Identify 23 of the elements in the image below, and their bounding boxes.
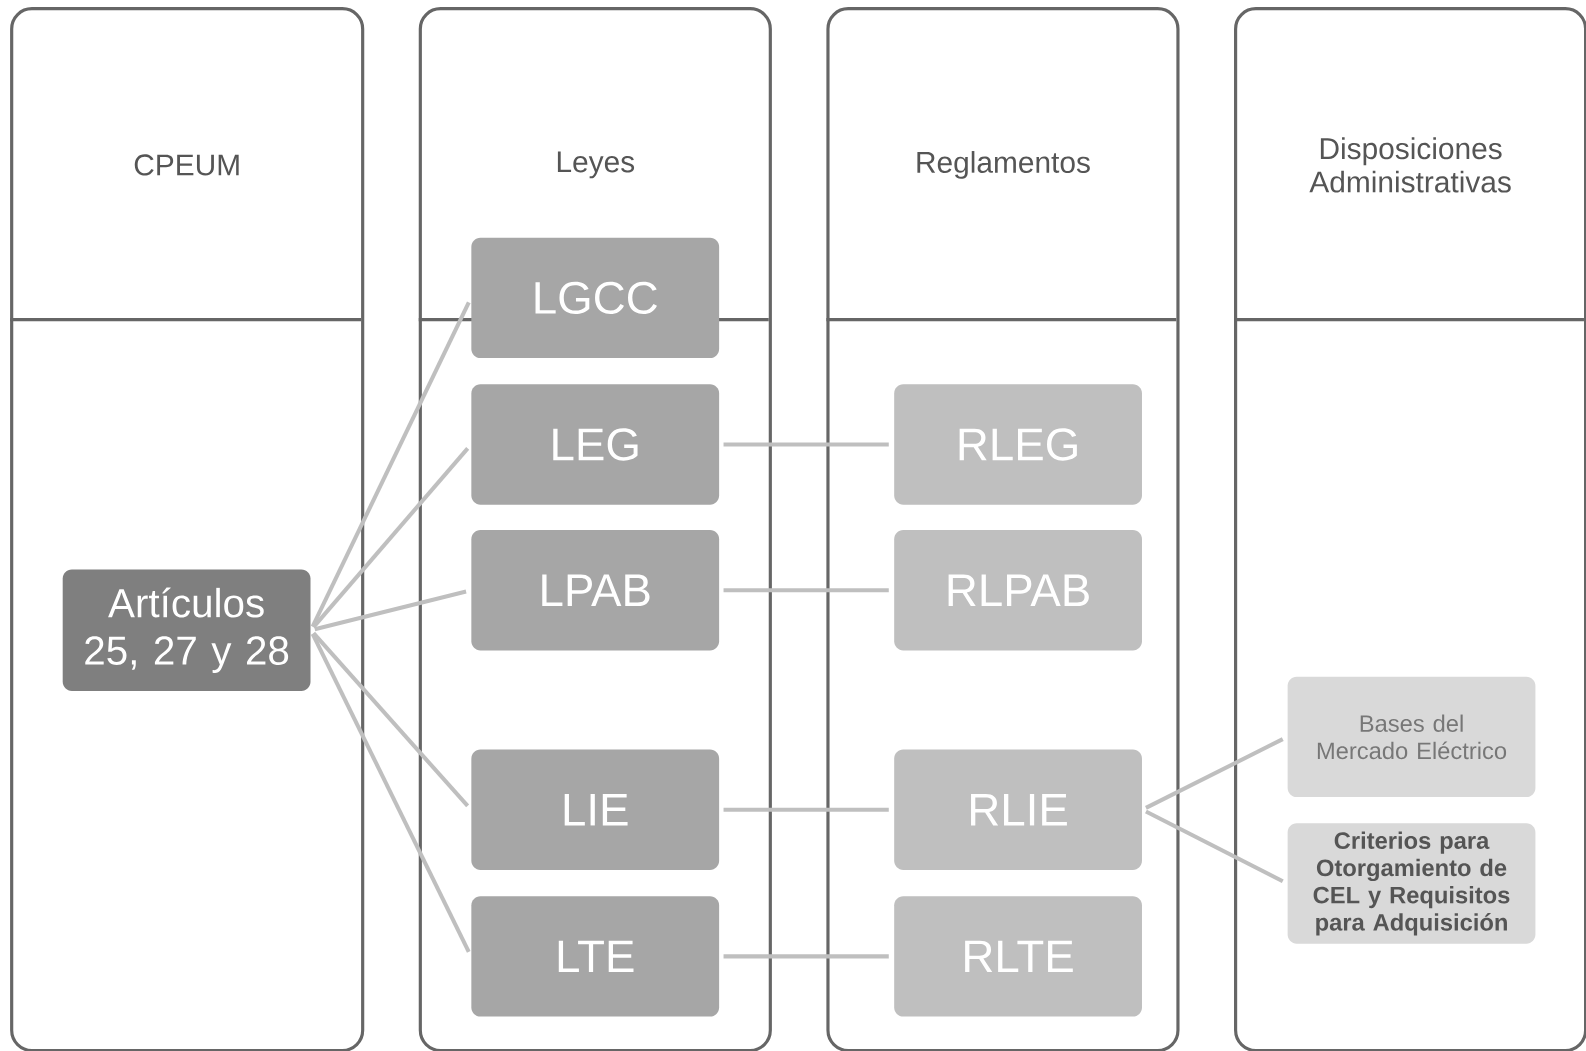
connector-line bbox=[1145, 809, 1284, 884]
regulation-box: RLTE bbox=[894, 896, 1142, 1017]
provision-box: Bases del Mercado Eléctrico bbox=[1287, 676, 1536, 798]
connector-line bbox=[310, 632, 471, 953]
regulation-box: RLEG bbox=[894, 384, 1142, 505]
provision-box: Criterios para Otorgamiento de CEL y Requisitos para Adquisición bbox=[1287, 823, 1536, 944]
connector-line bbox=[310, 301, 471, 628]
connector-line bbox=[723, 807, 889, 812]
connector-line bbox=[1145, 737, 1284, 810]
connector-line bbox=[314, 589, 467, 632]
connector-line bbox=[723, 442, 889, 447]
connector-line bbox=[312, 631, 470, 808]
connector-line bbox=[723, 588, 889, 593]
art-box: Artículos 25, 27 y 28 bbox=[62, 569, 311, 691]
connector-line bbox=[723, 954, 889, 959]
law-box: LEG bbox=[471, 384, 720, 505]
law-box: LGCC bbox=[471, 237, 720, 359]
regulation-box: RLPAB bbox=[894, 530, 1142, 651]
law-box: LPAB bbox=[471, 530, 720, 651]
connector-line bbox=[311, 447, 470, 629]
law-box: LIE bbox=[471, 749, 720, 870]
regulation-box: RLIE bbox=[894, 749, 1142, 870]
law-box: LTE bbox=[471, 896, 720, 1017]
